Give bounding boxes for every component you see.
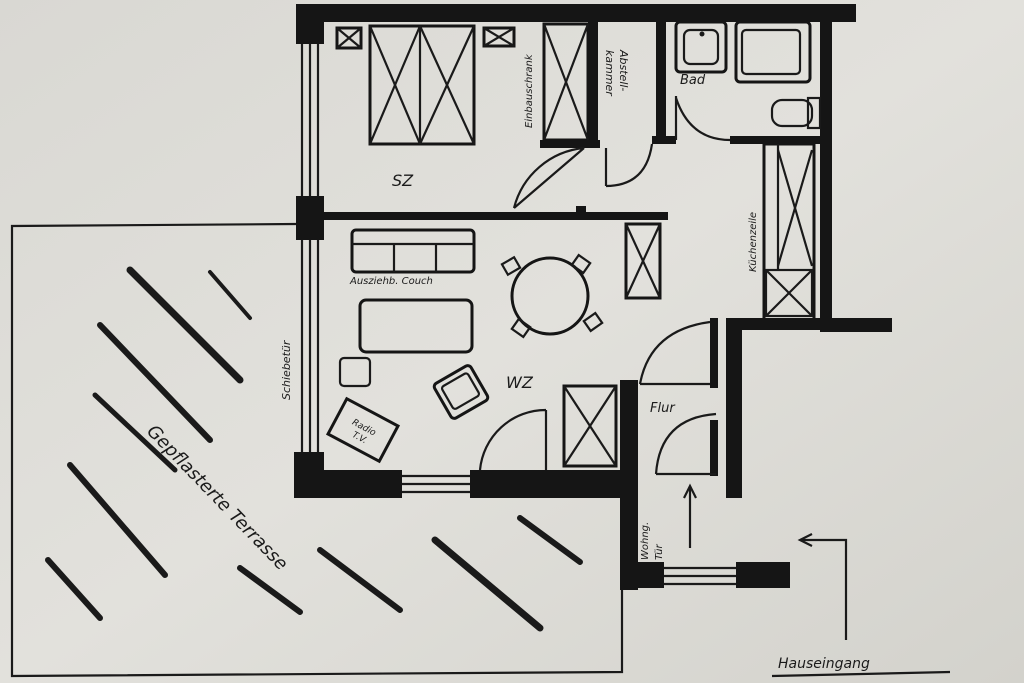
kitchenette-counter	[762, 142, 816, 322]
storage-line-1: Abstell-	[617, 49, 630, 91]
room-label-kitchenette: Küchenzeile	[748, 212, 759, 272]
door-swings	[478, 96, 731, 476]
room-label-wardrobe: Einbauschrank	[524, 53, 535, 128]
double-bed	[368, 24, 476, 146]
wardrobe	[542, 22, 590, 142]
windows	[300, 44, 736, 586]
bath-fixtures	[674, 20, 822, 130]
walls	[294, 4, 892, 590]
apartment-door-line-1: Wohng.	[640, 522, 651, 560]
apartment-door-line-2: Tür	[654, 544, 665, 560]
room-label-hall: Flur	[650, 401, 676, 416]
room-label-sleeping: SZ	[392, 171, 414, 190]
room-label-bath: Bad	[680, 73, 706, 88]
house-entrance-label: Hauseingang	[778, 656, 870, 672]
night-tables	[335, 26, 516, 50]
terrace-hatching	[45, 266, 583, 632]
storage-line-2: kammer	[603, 50, 616, 97]
room-label-living: WZ	[506, 373, 534, 392]
door-label-sliding: Schiebetür	[280, 339, 293, 400]
entrance-arrows	[683, 483, 951, 678]
terrace-outline	[10, 222, 624, 678]
room-label-storage: Abstell- kammer	[603, 49, 630, 97]
furniture-label-couch: Ausziehb. Couch	[349, 276, 433, 287]
living-furniture	[325, 222, 662, 468]
door-label-apartment: Wohng. Tür	[640, 519, 665, 560]
